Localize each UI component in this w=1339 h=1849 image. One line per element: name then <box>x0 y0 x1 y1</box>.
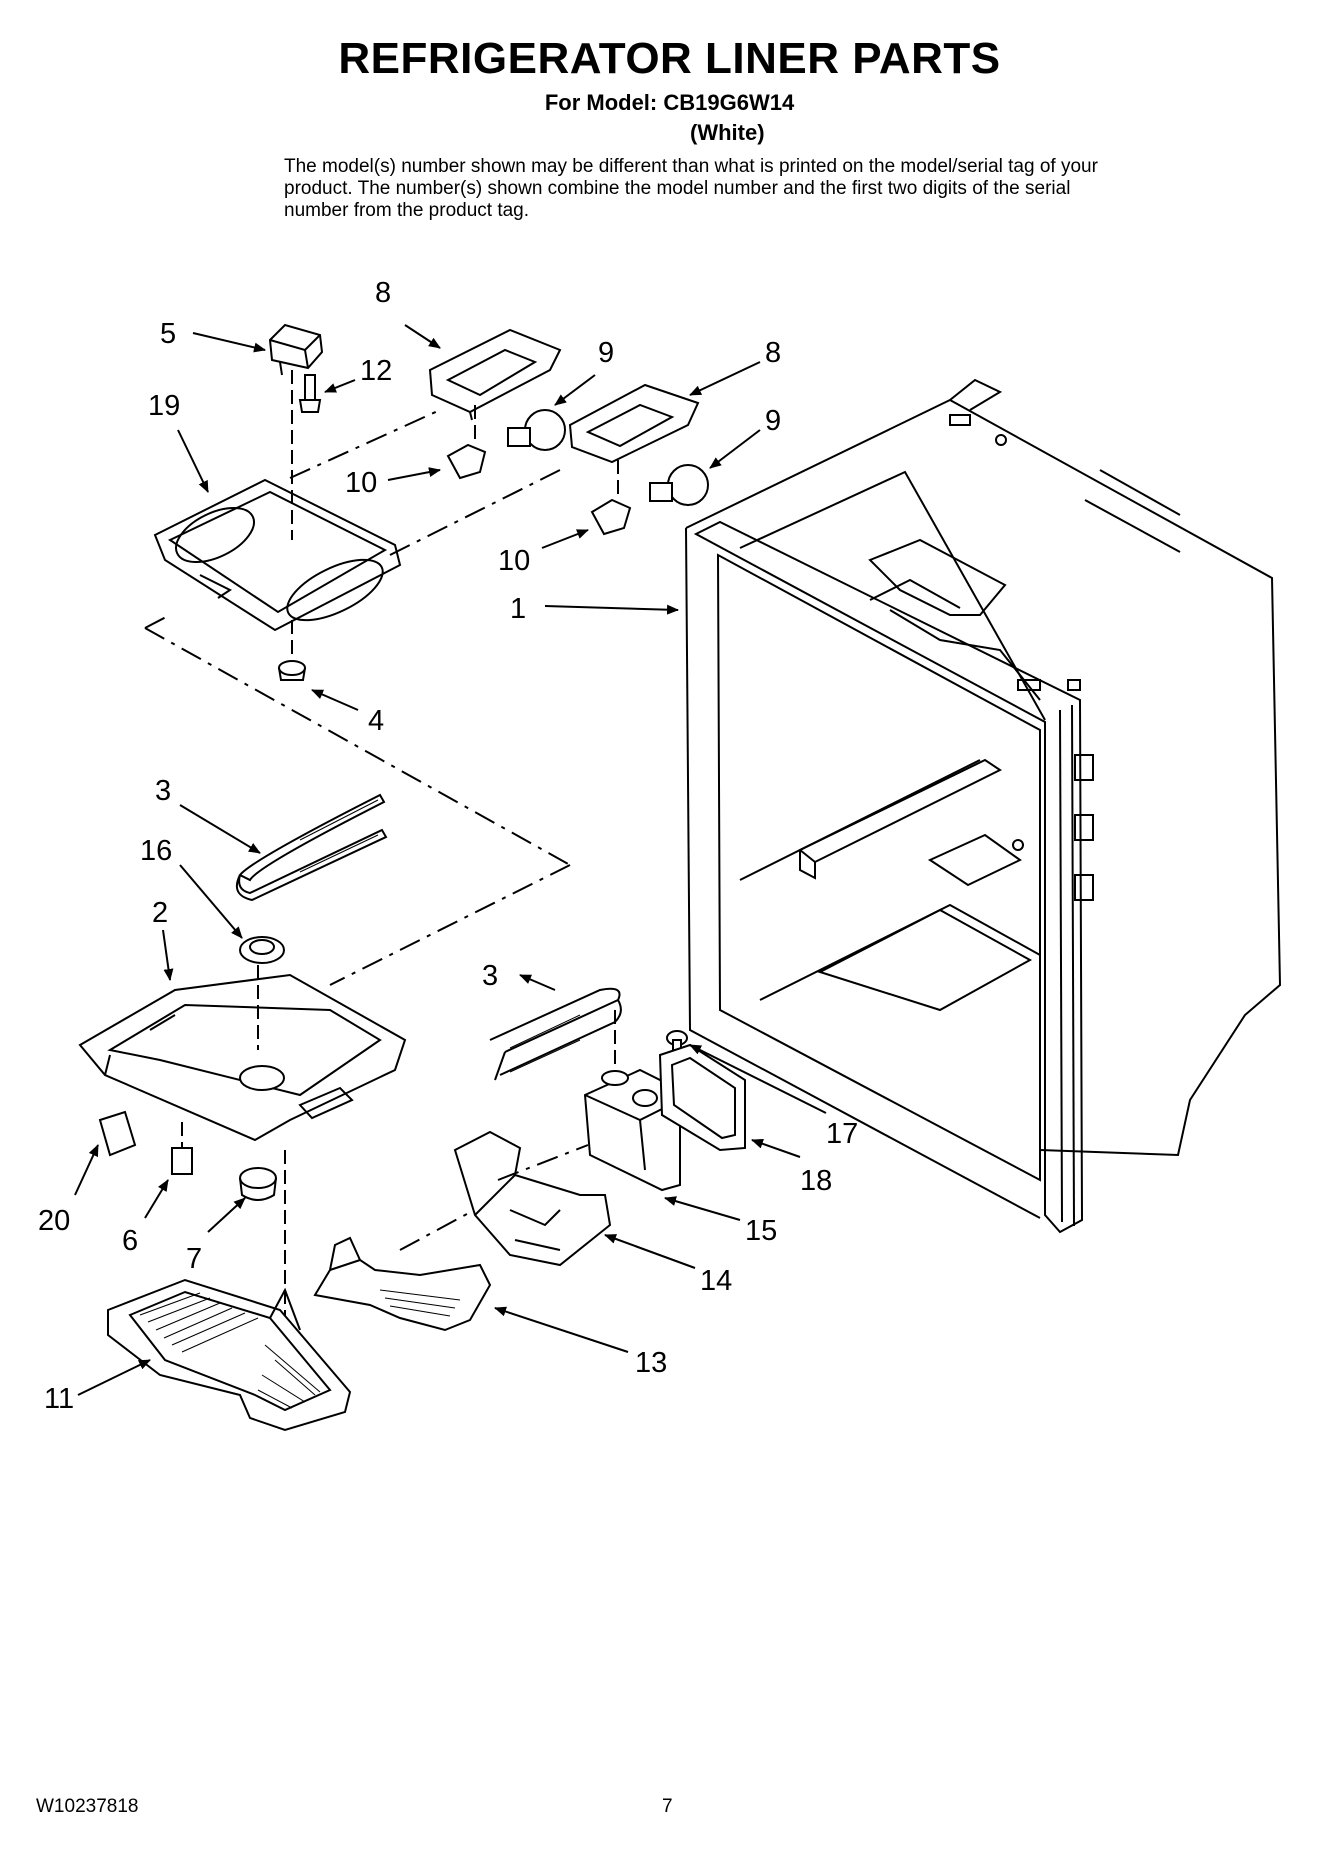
part-7 <box>239 1167 277 1201</box>
alignment-line <box>329 864 571 986</box>
alignment-line <box>144 627 571 866</box>
callout-13: 13 <box>635 1347 667 1379</box>
callout-15: 15 <box>745 1215 777 1247</box>
alignment-line <box>497 1144 589 1181</box>
screw-part-12 <box>298 374 322 413</box>
callout-9: 9 <box>598 337 614 369</box>
knob-part-4 <box>278 660 306 681</box>
callout-5: 5 <box>160 318 176 350</box>
light-shield-part-8-right <box>568 383 700 464</box>
callout-4: 4 <box>368 705 384 737</box>
callout-labels: 5 8 12 9 8 19 9 10 10 1 4 3 16 2 3 17 18… <box>38 277 858 1415</box>
light-shield-part-8-left <box>428 328 562 421</box>
callout-20: 20 <box>38 1205 70 1237</box>
model-color: (White) <box>690 120 765 145</box>
fan-part-16 <box>239 936 285 964</box>
callout-8: 8 <box>765 337 781 369</box>
callout-11: 11 <box>44 1383 74 1415</box>
light-bulb-part-9-right <box>649 464 709 506</box>
damper-housing-part-14 <box>453 1130 612 1267</box>
callout-7: 7 <box>186 1243 202 1275</box>
callout-2: 2 <box>152 897 168 929</box>
light-housing-part-19 <box>153 370 402 660</box>
callout-16: 16 <box>140 835 172 867</box>
control-part-5 <box>268 323 324 376</box>
alignment-line <box>389 469 561 556</box>
part-6 <box>171 1122 193 1175</box>
light-socket-part-10-right <box>590 460 632 536</box>
callout-1: 1 <box>510 593 526 625</box>
callout-18: 18 <box>800 1165 832 1197</box>
fan-housing-part-2 <box>78 973 407 1142</box>
part-20 <box>98 1110 137 1157</box>
model-line: For Model: CB19G6W14 <box>544 90 795 115</box>
callout-9: 9 <box>765 405 781 437</box>
callout-10: 10 <box>498 545 530 577</box>
document-number: W10237818 <box>36 1796 139 1817</box>
model-number-note: The model(s) number shown may be differe… <box>284 156 1098 221</box>
liner-part-1 <box>685 378 1282 1234</box>
damper-part-15 <box>583 1010 681 1192</box>
screw-part-17 <box>666 1030 688 1051</box>
grille-part-11 <box>107 1278 352 1432</box>
alignment-line <box>289 409 441 479</box>
callout-10: 10 <box>345 467 377 499</box>
leader-arrows <box>74 324 827 1396</box>
duct-part-13 <box>313 1236 492 1332</box>
callout-3: 3 <box>482 960 498 992</box>
alignment-line <box>399 1179 531 1251</box>
seal-strip-part-3-lower <box>489 987 622 1081</box>
callout-6: 6 <box>122 1225 138 1257</box>
callout-12: 12 <box>360 355 392 387</box>
page-title: REFRIGERATOR LINER PARTS <box>338 34 1001 83</box>
callout-19: 19 <box>148 390 180 422</box>
callout-8: 8 <box>375 277 391 309</box>
light-bulb-part-9-left <box>507 409 566 451</box>
light-socket-part-10-left <box>446 405 487 480</box>
alignment-line <box>144 615 169 629</box>
callout-17: 17 <box>826 1118 858 1150</box>
callout-3: 3 <box>155 775 171 807</box>
page-number: 7 <box>662 1796 673 1817</box>
callout-14: 14 <box>700 1265 732 1297</box>
seal-strip-part-3-upper <box>236 793 388 902</box>
